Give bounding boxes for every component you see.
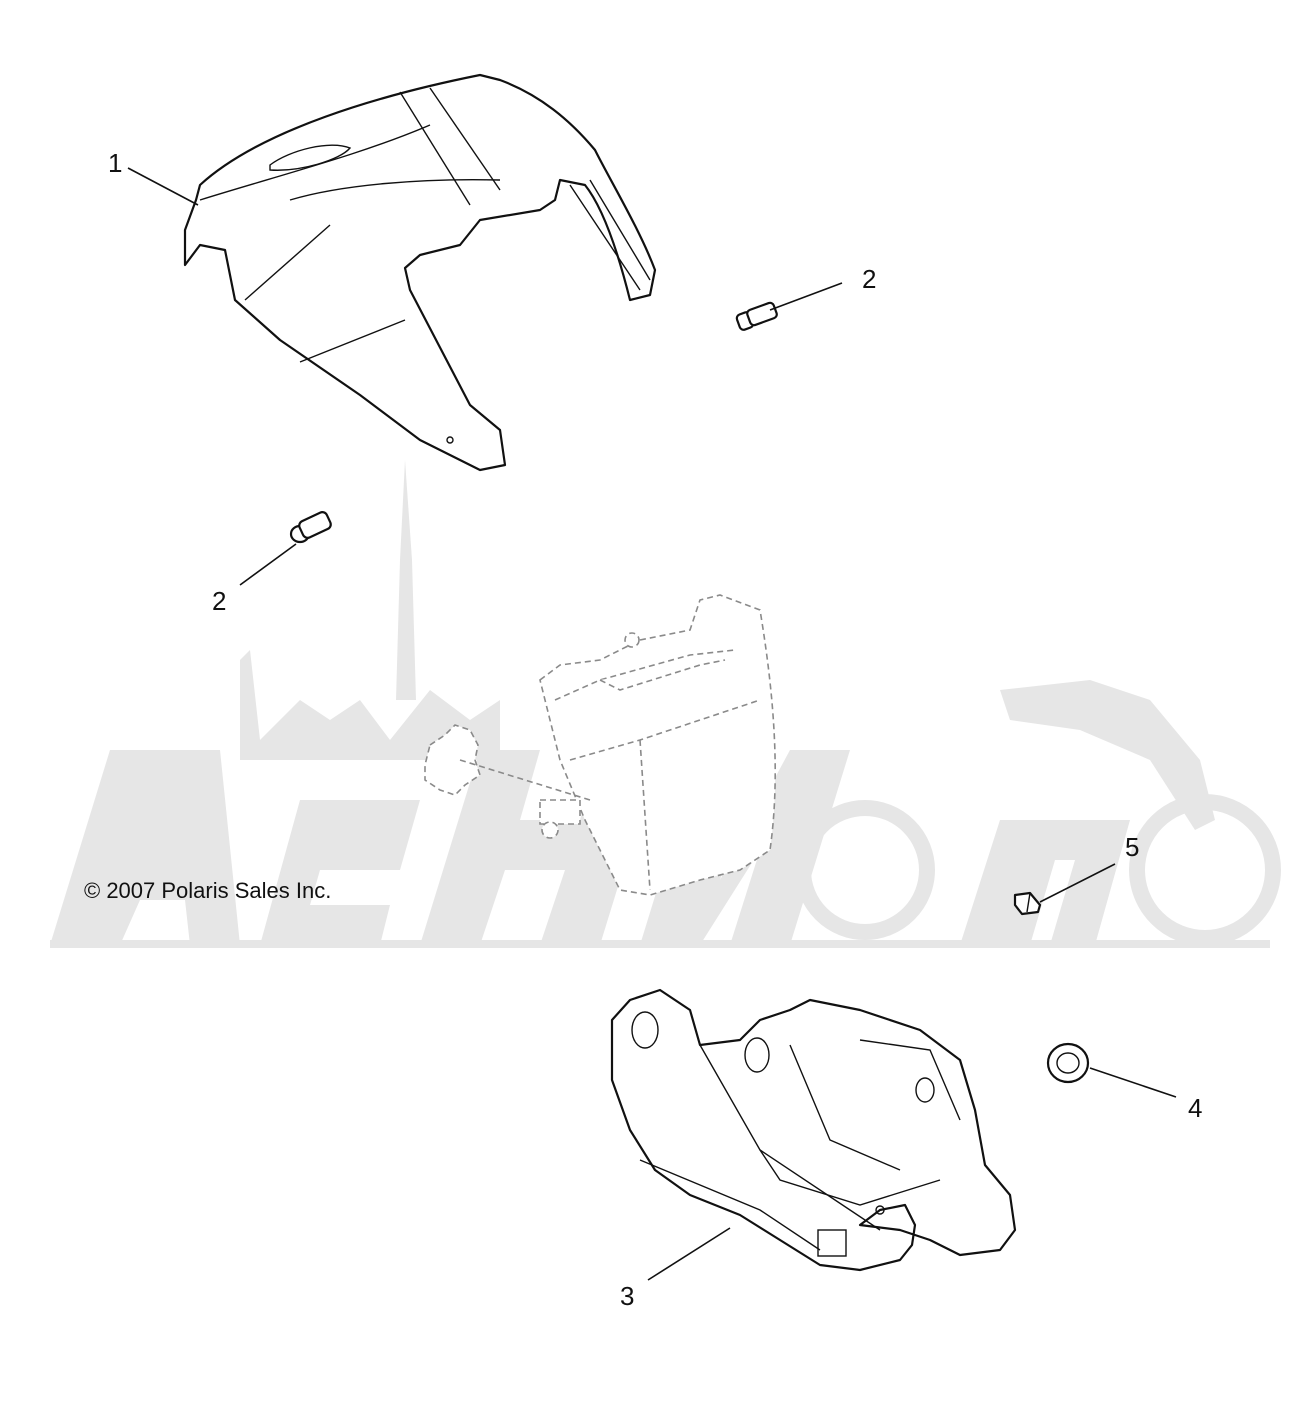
watermark-spire [396, 460, 416, 700]
callout-2-right: 2 [862, 264, 877, 294]
watermark-wheel [1129, 794, 1281, 946]
part-2-screw-right [735, 301, 778, 331]
callout-5: 5 [1125, 832, 1140, 862]
leader-line-2-right [769, 282, 843, 311]
part-5-clip [1013, 891, 1042, 916]
part-2-screw-left [289, 511, 332, 544]
callout-1: 1 [108, 148, 123, 178]
part-1-fairing [183, 73, 657, 472]
leader-line-4 [1089, 1067, 1177, 1098]
watermark-letter-e [260, 800, 420, 945]
watermark-skyline [240, 650, 500, 760]
callout-4: 4 [1188, 1093, 1203, 1123]
leader-line-3 [647, 1227, 731, 1281]
part-4-grommet [1046, 1042, 1090, 1084]
copyright-notice: © 2007 Polaris Sales Inc. [84, 878, 332, 903]
leader-line-5 [1039, 863, 1116, 903]
leader-line-2-left [239, 543, 297, 586]
callout-2-left: 2 [212, 586, 227, 616]
watermark-baseline [50, 940, 1270, 948]
ghost-headlight-assembly [424, 594, 776, 896]
watermark-letter-a [50, 750, 240, 945]
watermark-motorcycle [1000, 680, 1215, 830]
watermark-letter-m [960, 820, 1130, 945]
part-3-tray [610, 988, 1017, 1272]
callout-3: 3 [620, 1281, 635, 1311]
leader-line-1 [127, 167, 199, 206]
